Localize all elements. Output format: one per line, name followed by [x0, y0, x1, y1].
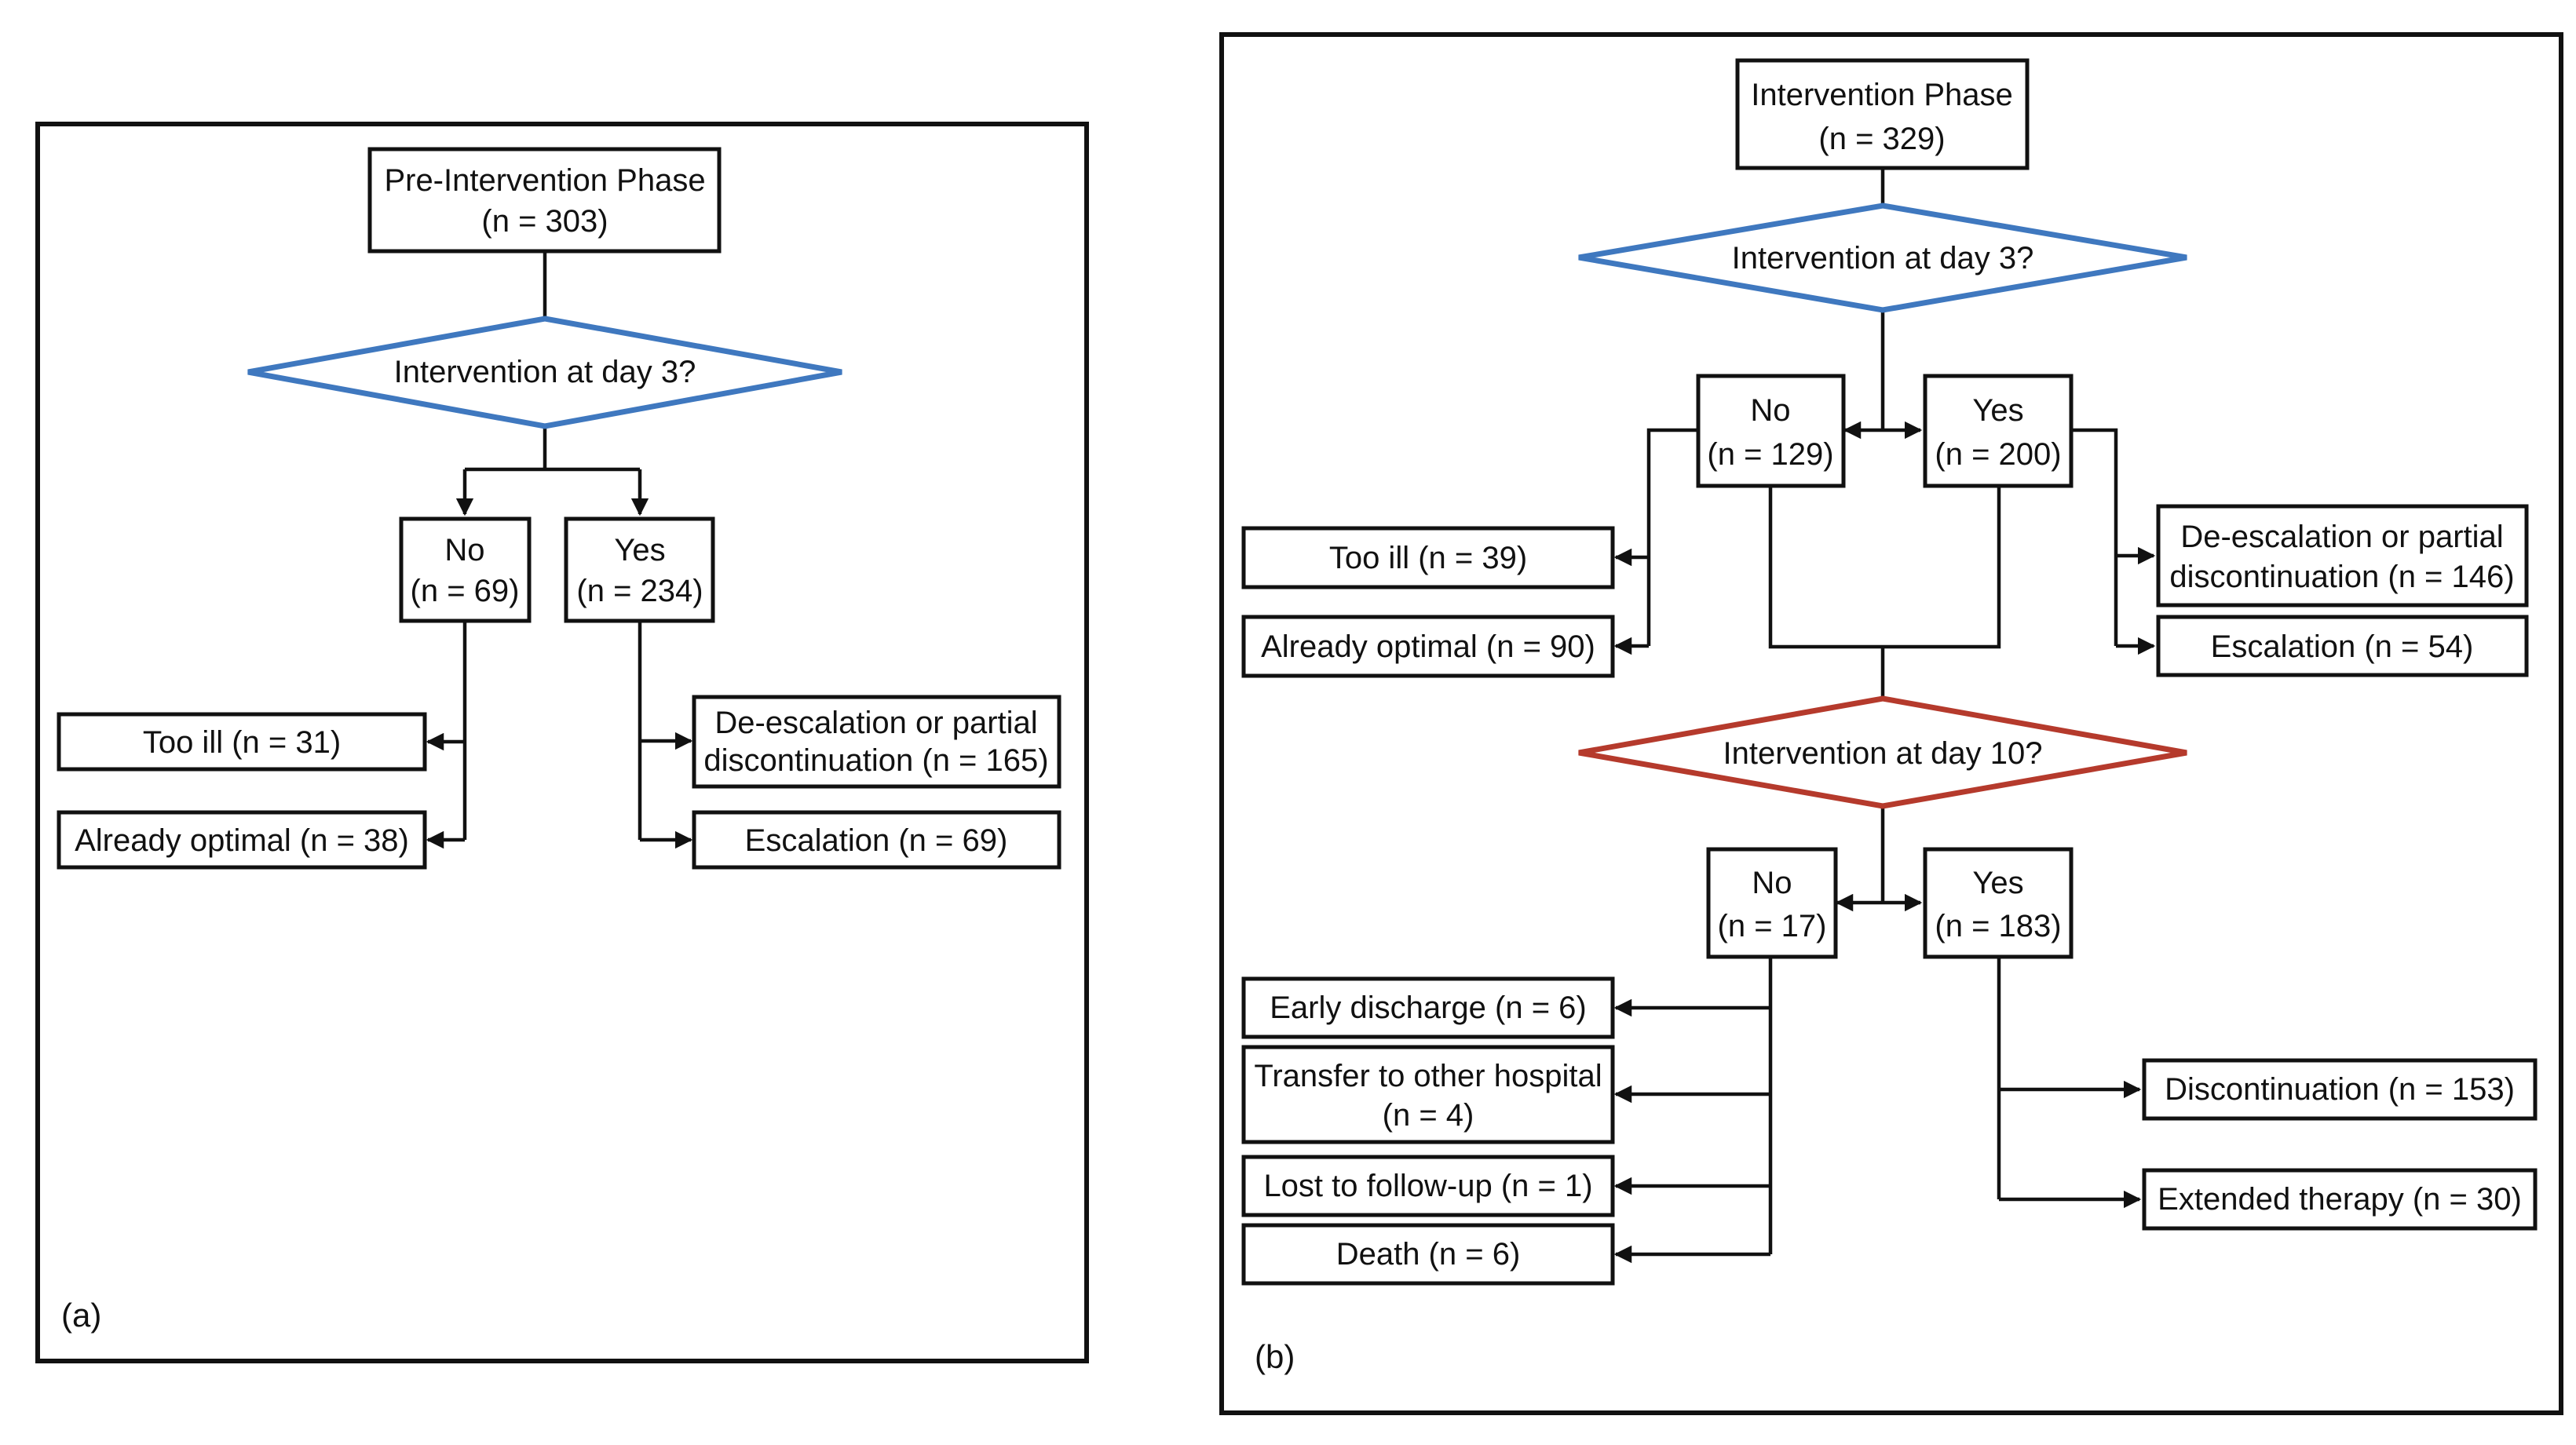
- node-a-no-line2: (n = 69): [411, 574, 520, 608]
- node-a-pre-intervention-phase: Pre-Intervention Phase (n = 303): [367, 147, 722, 254]
- node-b-lost-label: Lost to follow-up (n = 1): [1263, 1169, 1592, 1203]
- panel-a-label: (a): [61, 1297, 101, 1334]
- node-a-yes: Yes (n = 234): [564, 516, 715, 623]
- node-b-deescalation-line2: discontinuation (n = 146): [2169, 560, 2514, 594]
- node-b-early-discharge: Early discharge (n = 6): [1241, 976, 1615, 1039]
- node-a-yes-line2: (n = 234): [576, 574, 703, 608]
- node-b-no-line2: (n = 129): [1707, 437, 1833, 472]
- node-b-yes10-line1: Yes: [1972, 866, 2023, 900]
- connector-b-no-left: [1646, 428, 1697, 646]
- node-b-transfer-line2: (n = 4): [1383, 1098, 1474, 1133]
- node-b-yes10: Yes (n = 183): [1923, 847, 2074, 959]
- node-b-no-line1: No: [1750, 393, 1790, 428]
- node-b-discontinuation-label: Discontinuation (n = 153): [2165, 1072, 2515, 1107]
- node-a-no-line1: No: [444, 533, 484, 567]
- node-b-too-ill-label: Too ill (n = 39): [1329, 541, 1527, 575]
- node-b-yes-line1: Yes: [1972, 393, 2023, 428]
- panel-a-connectors: [426, 251, 693, 849]
- node-a-root-line1: Pre-Intervention Phase: [384, 163, 705, 198]
- node-a-deescalation-line2: discontinuation (n = 165): [703, 743, 1048, 778]
- node-b-lost-to-follow-up: Lost to follow-up (n = 1): [1241, 1155, 1615, 1217]
- node-b-root-line2: (n = 329): [1818, 122, 1945, 156]
- node-b-already-optimal-label: Already optimal (n = 90): [1261, 629, 1595, 664]
- node-b-deescalation: De-escalation or partial discontinuation…: [2156, 504, 2529, 608]
- node-b-extended-therapy: Extended therapy (n = 30): [2142, 1168, 2538, 1231]
- node-a-deescalation: De-escalation or partial discontinuation…: [692, 695, 1061, 789]
- panel-b-connectors: [1613, 168, 2156, 1264]
- node-b-intervention-phase: Intervention Phase (n = 329): [1735, 58, 2030, 170]
- node-b-escalation: Escalation (n = 54): [2156, 615, 2529, 677]
- node-b-transfer-line1: Transfer to other hospital: [1254, 1059, 1602, 1093]
- connector-b-yes-right: [2070, 428, 2118, 646]
- node-b-already-optimal: Already optimal (n = 90): [1241, 615, 1615, 678]
- node-b-yes: Yes (n = 200): [1923, 374, 2074, 488]
- node-a-already-optimal: Already optimal (n = 38): [57, 810, 427, 870]
- decision-b-day3-label: Intervention at day 3?: [1732, 241, 2034, 275]
- node-b-extended-label: Extended therapy (n = 30): [2158, 1182, 2522, 1217]
- decision-b-day3: Intervention at day 3?: [1578, 203, 2187, 313]
- node-b-escalation-label: Escalation (n = 54): [2211, 629, 2474, 664]
- node-b-death-label: Death (n = 6): [1336, 1237, 1521, 1272]
- node-b-death: Death (n = 6): [1241, 1223, 1615, 1286]
- node-a-escalation-label: Escalation (n = 69): [745, 823, 1008, 858]
- decision-b-day10-label: Intervention at day 10?: [1723, 736, 2043, 771]
- node-a-already-optimal-label: Already optimal (n = 38): [75, 823, 409, 858]
- node-b-no10: No (n = 17): [1706, 847, 1838, 959]
- node-b-root-line1: Intervention Phase: [1751, 78, 2013, 112]
- node-b-yes10-line2: (n = 183): [1935, 909, 2061, 943]
- node-a-too-ill-label: Too ill (n = 31): [143, 725, 341, 760]
- node-a-yes-line1: Yes: [614, 533, 665, 567]
- node-b-no10-line1: No: [1752, 866, 1792, 900]
- node-a-root-line2: (n = 303): [481, 204, 608, 239]
- panel-b-label: (b): [1255, 1338, 1295, 1375]
- node-a-too-ill: Too ill (n = 31): [57, 712, 427, 772]
- panel-b: Intervention Phase (n = 329) Interventio…: [1219, 32, 2563, 1415]
- panel-a: Pre-Intervention Phase (n = 303) Interve…: [35, 122, 1089, 1363]
- decision-a-day3-label: Intervention at day 3?: [394, 355, 696, 389]
- node-b-yes-line2: (n = 200): [1935, 437, 2061, 472]
- node-a-escalation: Escalation (n = 69): [692, 810, 1061, 870]
- decision-a-day3: Intervention at day 3?: [247, 316, 842, 429]
- node-a-deescalation-line1: De-escalation or partial: [714, 706, 1037, 740]
- node-b-deescalation-line1: De-escalation or partial: [2180, 520, 2503, 554]
- decision-b-day10: Intervention at day 10?: [1578, 695, 2187, 809]
- node-b-transfer: Transfer to other hospital (n = 4): [1241, 1045, 1615, 1144]
- node-b-discontinuation: Discontinuation (n = 153): [2142, 1058, 2538, 1121]
- node-b-no10-line2: (n = 17): [1718, 909, 1827, 943]
- node-a-no: No (n = 69): [399, 516, 532, 623]
- connector-b-merge: [1768, 486, 2001, 649]
- node-b-early-discharge-label: Early discharge (n = 6): [1270, 991, 1587, 1025]
- node-b-no: No (n = 129): [1696, 374, 1846, 488]
- node-b-too-ill: Too ill (n = 39): [1241, 526, 1615, 589]
